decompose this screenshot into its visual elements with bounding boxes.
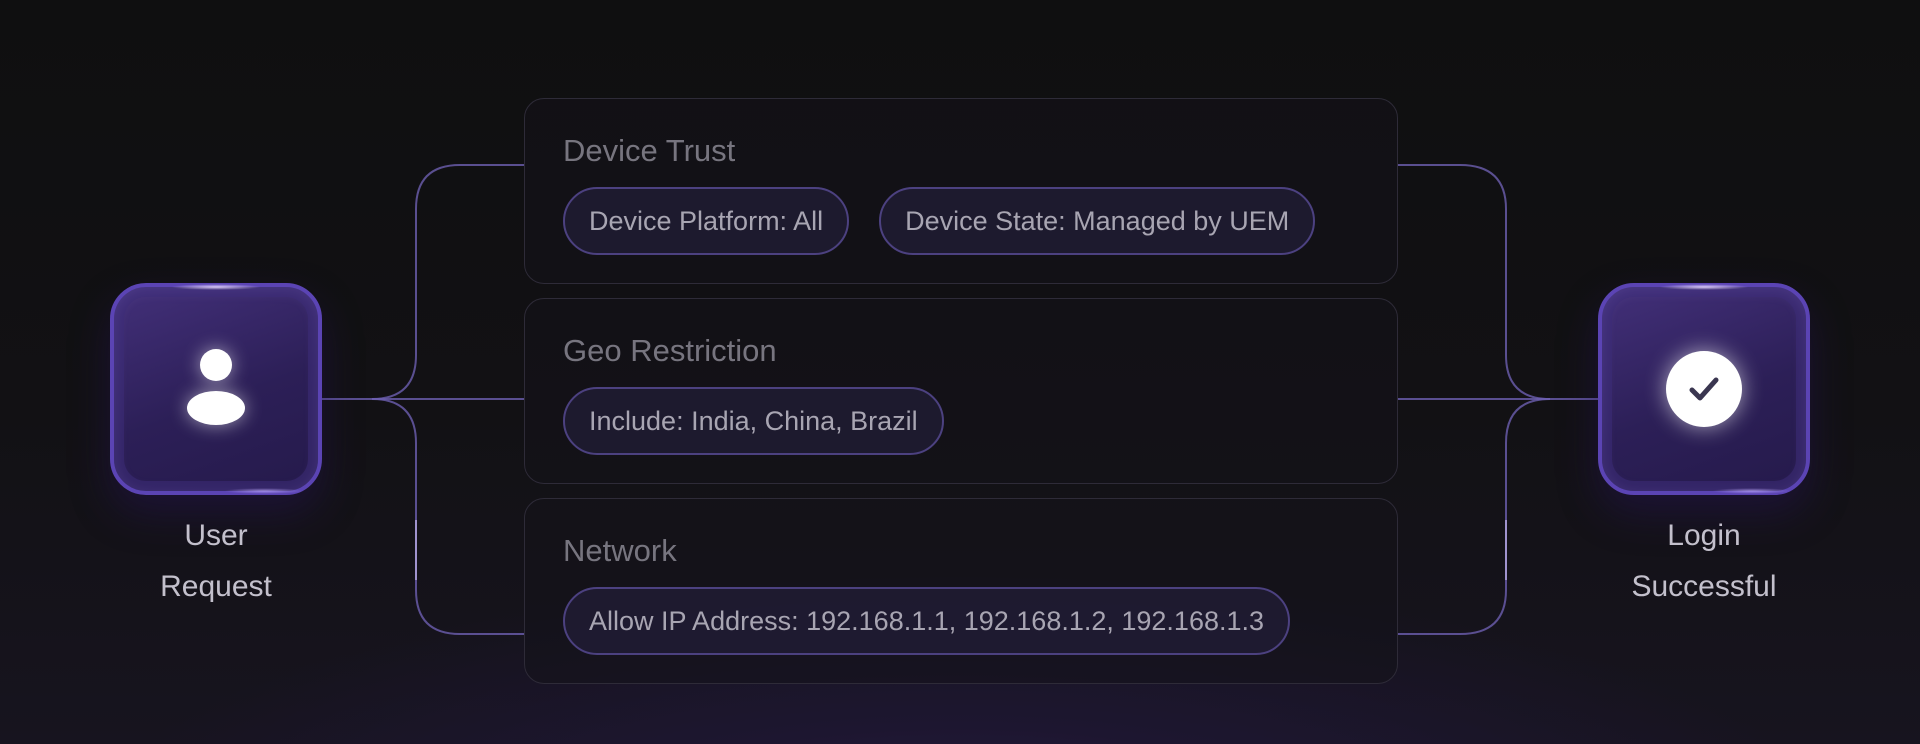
login-successful-label-line1: Login xyxy=(1667,519,1741,552)
device-trust-card: Device Trust Device Platform: All Device… xyxy=(524,98,1398,284)
allow-ip-chip: Allow IP Address: 192.168.1.1, 192.168.1… xyxy=(563,587,1291,655)
login-successful-label-line2: Successful xyxy=(1631,570,1777,603)
connector-left-network xyxy=(371,398,524,635)
device-trust-title: Device Trust xyxy=(563,133,736,168)
device-state-chip: Device State: Managed by UEM xyxy=(879,187,1316,255)
network-card: Network Allow IP Address: 192.168.1.1, 1… xyxy=(524,498,1398,684)
geo-include-chip: Include: India, China, Brazil xyxy=(563,387,944,455)
connector-right-device xyxy=(1398,164,1551,400)
user-request-label-line1: User xyxy=(184,519,248,552)
geo-restriction-chips: Include: India, China, Brazil xyxy=(563,387,944,455)
device-platform-chip: Device Platform: All xyxy=(563,187,850,255)
login-successful-node xyxy=(1598,283,1810,495)
check-icon xyxy=(1666,351,1742,427)
network-title: Network xyxy=(563,533,677,568)
login-successful-label: Login Successful xyxy=(1574,510,1834,612)
geo-restriction-title: Geo Restriction xyxy=(563,333,777,368)
user-request-label-line2: Request xyxy=(160,570,272,603)
network-chips: Allow IP Address: 192.168.1.1, 192.168.1… xyxy=(563,587,1291,655)
connector-left-device xyxy=(371,164,524,400)
device-trust-chips: Device Platform: All Device State: Manag… xyxy=(563,187,1316,255)
geo-restriction-card: Geo Restriction Include: India, China, B… xyxy=(524,298,1398,484)
user-request-label: User Request xyxy=(86,510,346,612)
connector-right-network xyxy=(1398,398,1551,635)
user-request-node xyxy=(110,283,322,495)
user-icon xyxy=(186,349,246,429)
